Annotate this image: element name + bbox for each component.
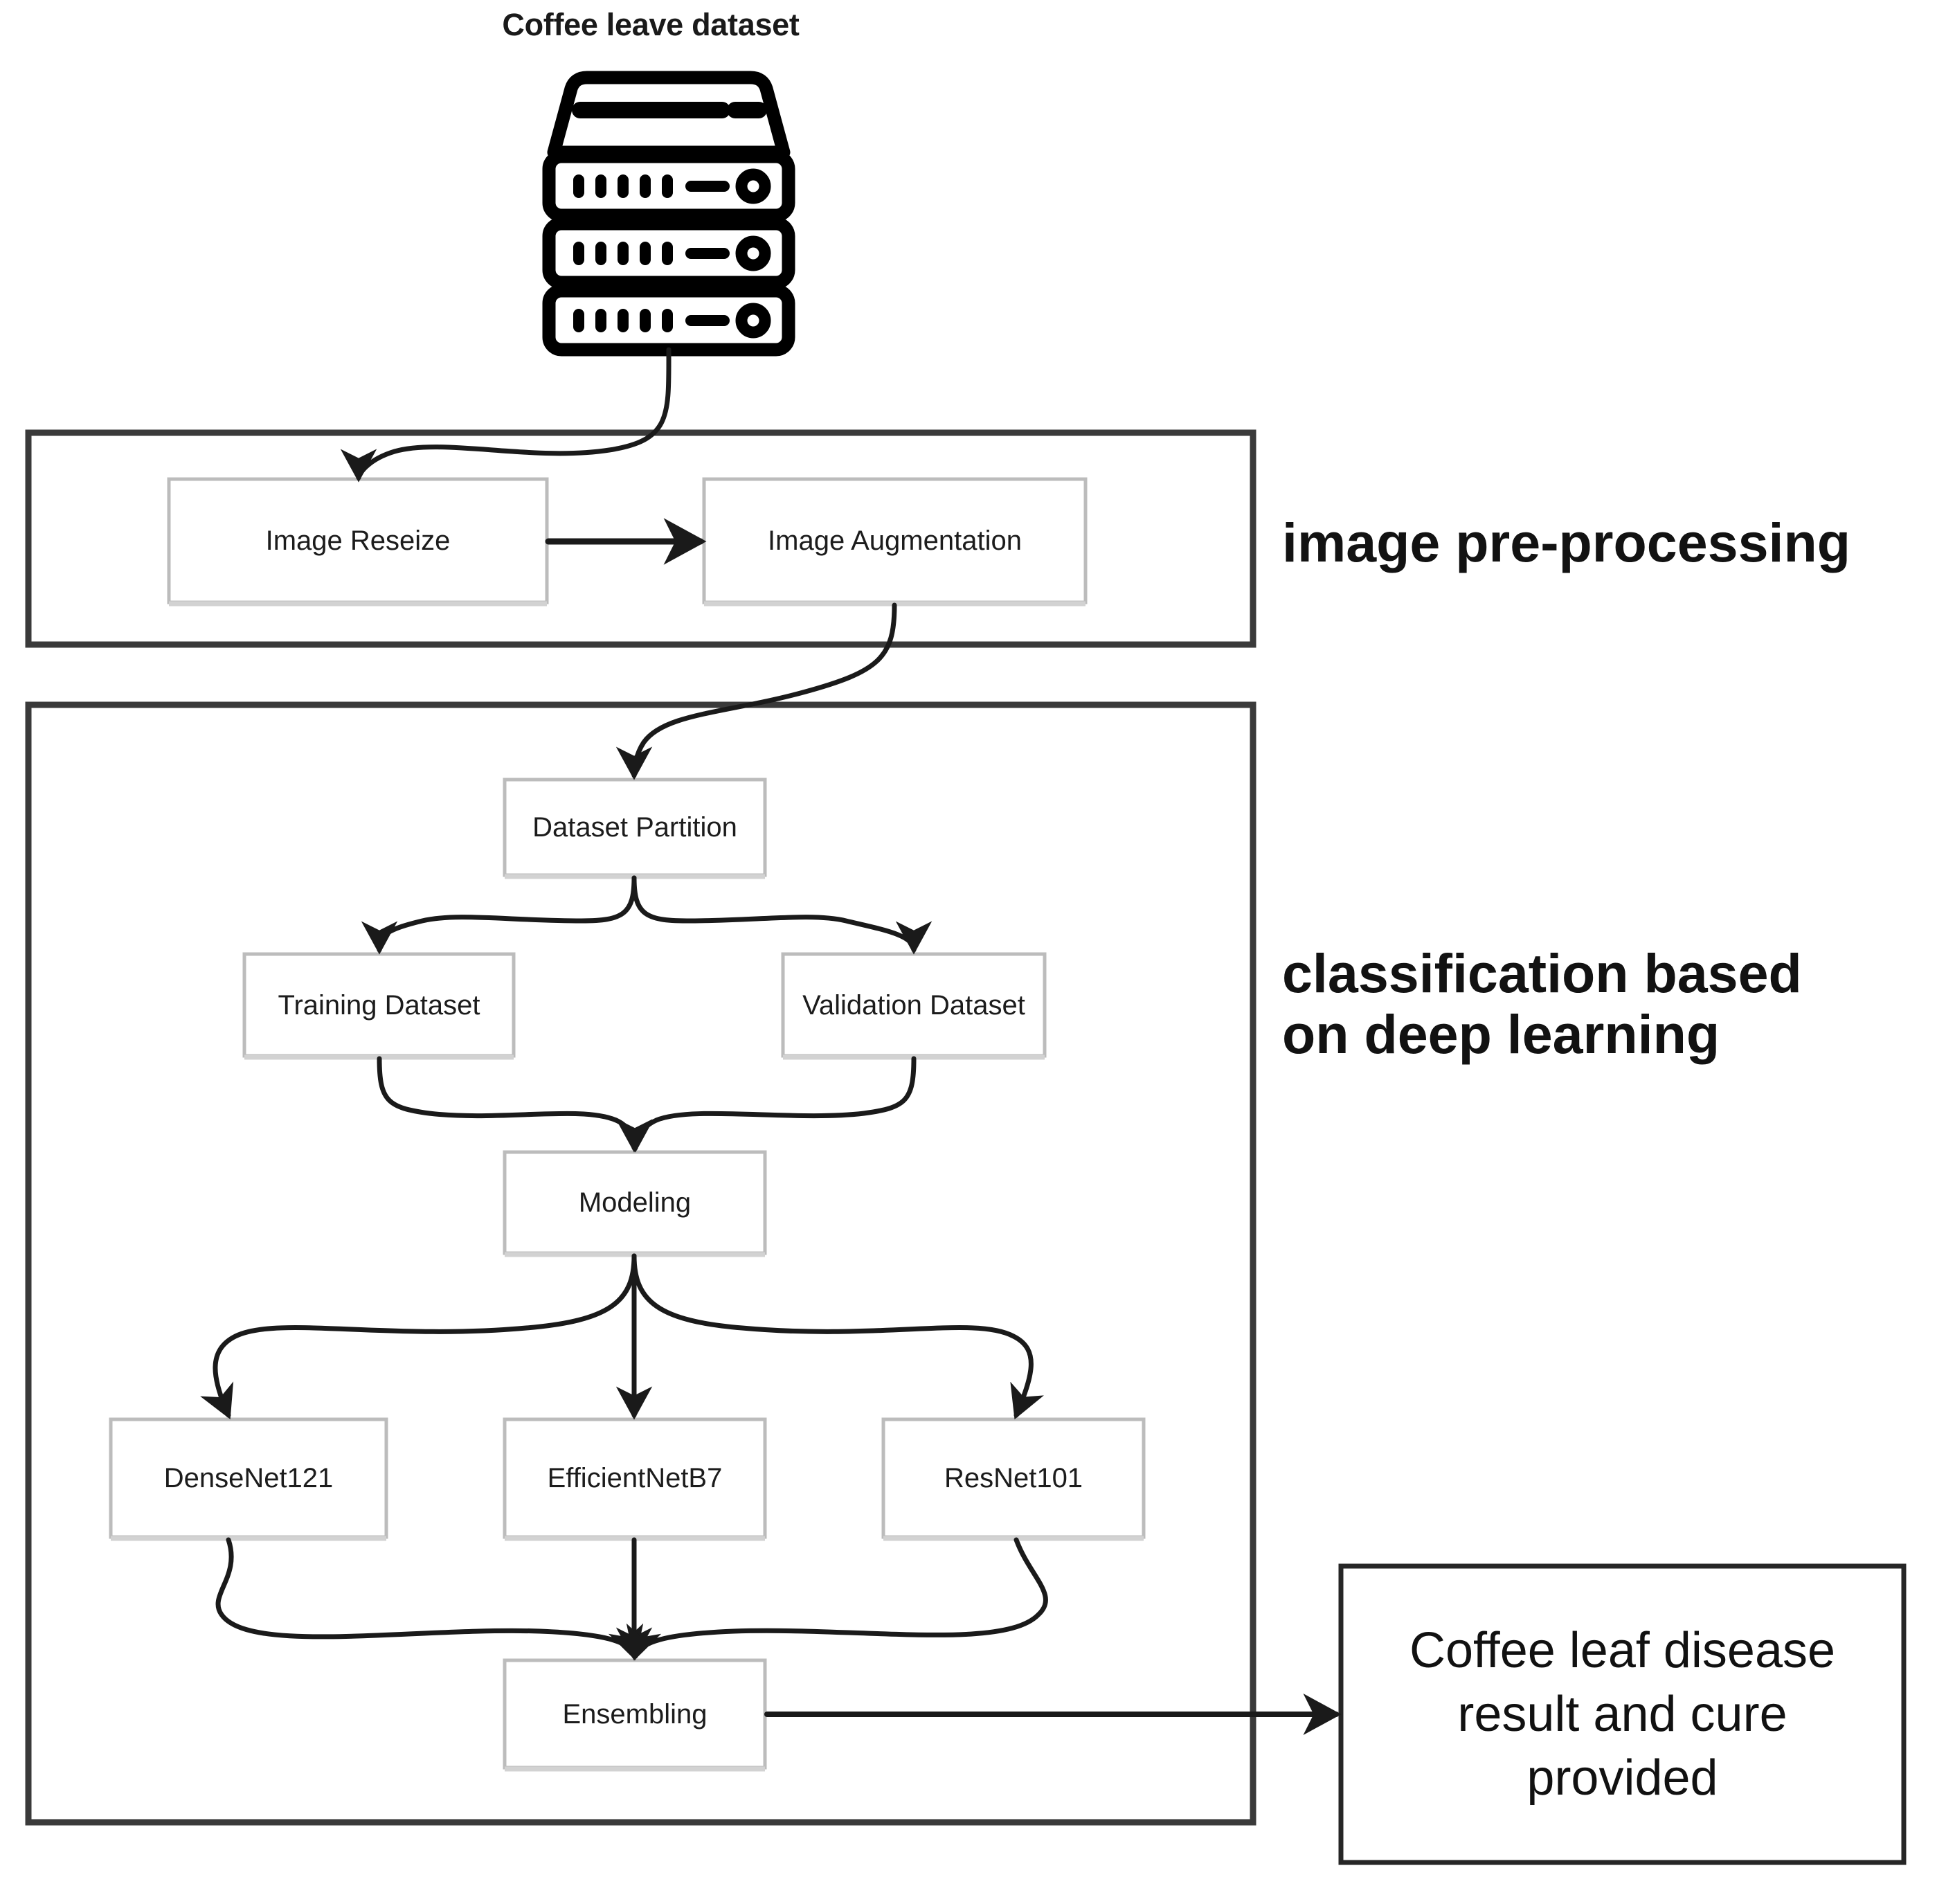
section-label-preprocessing: image pre-processing: [1282, 512, 1850, 573]
node-resnet101[interactable]: [881, 1417, 1146, 1539]
edge-dataset-to-image-resize: [340, 347, 672, 483]
edge-modeling-to-resnet: [631, 1253, 1044, 1420]
edge-densenet-to-ensembling: [215, 1537, 644, 1661]
node-efficientnetb7[interactable]: [503, 1417, 767, 1539]
node-ensembling[interactable]: [503, 1658, 767, 1770]
node-validation-dataset[interactable]: [781, 952, 1047, 1058]
server-rack-details: [573, 174, 730, 332]
server-indicator-rings: [735, 168, 771, 339]
edge-validation-to-modeling: [617, 1056, 917, 1153]
node-result[interactable]: [1338, 1563, 1907, 1865]
edge-partition-to-validation: [631, 875, 933, 955]
edge-training-to-modeling: [377, 1056, 653, 1153]
group-box-classification: [25, 701, 1256, 1826]
dataset-title: Coffee leave dataset: [502, 7, 800, 42]
node-modeling[interactable]: [503, 1150, 767, 1255]
edge-resnet-to-ensembling: [626, 1537, 1048, 1661]
node-dataset-partition[interactable]: [503, 778, 767, 877]
node-image-augmentation[interactable]: [702, 477, 1088, 604]
group-box-preprocessing: [25, 429, 1256, 648]
node-training-dataset[interactable]: [242, 952, 516, 1058]
edge-partition-to-training: [361, 875, 637, 955]
section-label-classification: classification based on deep learning: [1282, 942, 1802, 1066]
node-image-resize[interactable]: [167, 477, 549, 604]
node-densenet121[interactable]: [109, 1417, 388, 1539]
edge-modeling-to-densenet: [200, 1253, 637, 1419]
edge-augmentation-to-partition: [615, 602, 897, 780]
